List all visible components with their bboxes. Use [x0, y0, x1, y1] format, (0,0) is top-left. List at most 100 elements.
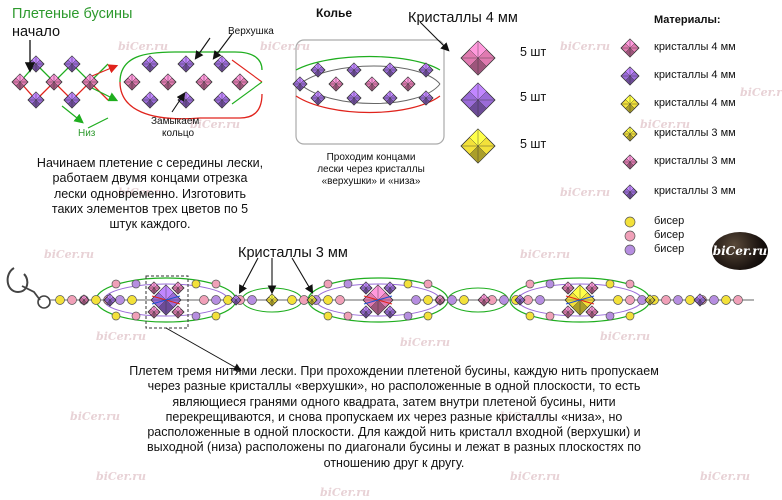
seed-bead: [423, 311, 433, 321]
seed-bead: [733, 295, 743, 305]
material-label: кристаллы 4 мм: [654, 97, 736, 109]
material-label: бисер: [654, 229, 685, 241]
seed-bead: [111, 311, 121, 321]
ring-pointer: [171, 92, 186, 113]
instruction-line: выходной (низа) расположены по диагонали…: [147, 440, 641, 455]
crystals-4mm-label: Кристаллы 4 мм: [408, 10, 518, 26]
seed-bead: [211, 295, 221, 305]
top-pointer: [194, 37, 211, 60]
seed-bead: [323, 295, 333, 305]
crystals-3mm-label: Кристаллы 3 мм: [238, 245, 348, 261]
seed-bead: [535, 295, 545, 305]
pointer: [165, 327, 242, 371]
material-label: бисер: [654, 215, 685, 227]
seed-bead: [323, 311, 333, 321]
watermark: biCer.ru: [560, 186, 611, 199]
start-instructions: Начинаем плетение с середины лески, рабо…: [2, 156, 298, 232]
material-bead: [624, 244, 636, 256]
seed-bead: [191, 311, 201, 321]
seed-bead: [111, 279, 121, 289]
green-arrow: [91, 87, 119, 102]
seed-bead: [131, 279, 141, 289]
green-thread: [231, 81, 263, 105]
closing-ring-label-1: Замыкаем: [151, 116, 200, 127]
green-thread: [87, 117, 109, 129]
seed-bead: [525, 279, 535, 289]
gray-thread: [299, 65, 441, 85]
seed-bead: [613, 295, 623, 305]
seed-bead: [403, 311, 413, 321]
watermark: biCer.ru: [500, 410, 551, 423]
seed-bead: [525, 311, 535, 321]
bottom-label: Низ: [78, 128, 96, 139]
seed-bead: [625, 311, 635, 321]
seed-bead: [323, 279, 333, 289]
seed-bead: [673, 295, 683, 305]
watermark: biCer.ru: [740, 86, 782, 99]
pass-line: «верхушки» и «низа»: [321, 176, 421, 188]
material-label: бисер: [654, 243, 685, 255]
watermark: biCer.ru: [560, 40, 611, 53]
watermark: biCer.ru: [44, 248, 95, 261]
red-arrow: [91, 64, 119, 77]
watermark: biCer.ru: [700, 470, 751, 483]
top-pointer: [212, 33, 233, 60]
instruction-line: отношению друг к другу.: [323, 455, 465, 470]
blue-thread: [151, 295, 181, 305]
seed-bead: [625, 279, 635, 289]
closing-ring-label-2: кольцо: [162, 128, 195, 139]
instruction-line: перекрещиваются, и снова пропускаем их ч…: [165, 409, 623, 424]
seed-bead: [403, 279, 413, 289]
seed-bead: [55, 295, 65, 305]
gray-thread: [299, 83, 441, 104]
top-label: Верхушка: [228, 26, 274, 37]
beading-scheme: [6, 21, 754, 371]
start-line: штук каждого.: [109, 217, 191, 231]
start-line: лески одновременно. Изготовить: [53, 186, 247, 201]
pass-line: Проходим концами: [326, 152, 416, 163]
watermark: biCer.ru: [520, 248, 571, 261]
start-label: начало: [12, 24, 61, 40]
seed-bead: [499, 295, 509, 305]
watermark: biCer.ru: [96, 330, 147, 343]
materials-title: Материалы:: [654, 14, 721, 26]
watermark: biCer.ru: [190, 118, 241, 131]
material-label: кристаллы 3 мм: [654, 127, 736, 139]
material-label: кристаллы 4 мм: [654, 69, 736, 81]
seed-bead: [625, 295, 635, 305]
weaving-instructions: Плетем тремя нитями лески. При прохожден…: [14, 364, 774, 471]
seed-bead: [91, 295, 101, 305]
seed-bead: [661, 295, 671, 305]
seed-bead: [247, 295, 257, 305]
seed-bead: [191, 279, 201, 289]
seed-bead: [67, 295, 77, 305]
necklace-frame: [295, 39, 445, 145]
necklace-title: Колье: [316, 6, 353, 20]
seed-bead: [343, 279, 353, 289]
start-line: таких элементов трех цветов по 5: [51, 201, 249, 216]
seed-bead: [709, 295, 719, 305]
green-arrow: [61, 105, 84, 124]
seed-bead: [287, 295, 297, 305]
watermark: biCer.ru: [600, 330, 651, 343]
clasp-ring: [37, 295, 51, 309]
bicer-logo: biCer.ru: [712, 232, 768, 270]
seed-bead: [721, 295, 731, 305]
pointer: [291, 257, 314, 294]
seed-bead: [127, 295, 137, 305]
start-line: Начинаем плетение с середины лески,: [36, 156, 264, 170]
seed-bead: [545, 279, 555, 289]
watermark: biCer.ru: [118, 40, 169, 53]
material-bead: [624, 216, 636, 228]
instruction-line: являющиеся гранями одного квадрата, зате…: [172, 394, 616, 409]
material-label: кристаллы 3 мм: [654, 155, 736, 167]
red-thread: [119, 81, 263, 120]
seed-bead: [131, 311, 141, 321]
material-bead: [624, 230, 636, 242]
pointer: [419, 21, 450, 52]
seed-bead: [605, 311, 615, 321]
watermark: biCer.ru: [70, 410, 121, 423]
count-purple: 5 шт: [520, 90, 547, 104]
material-label: кристаллы 4 мм: [654, 41, 736, 53]
